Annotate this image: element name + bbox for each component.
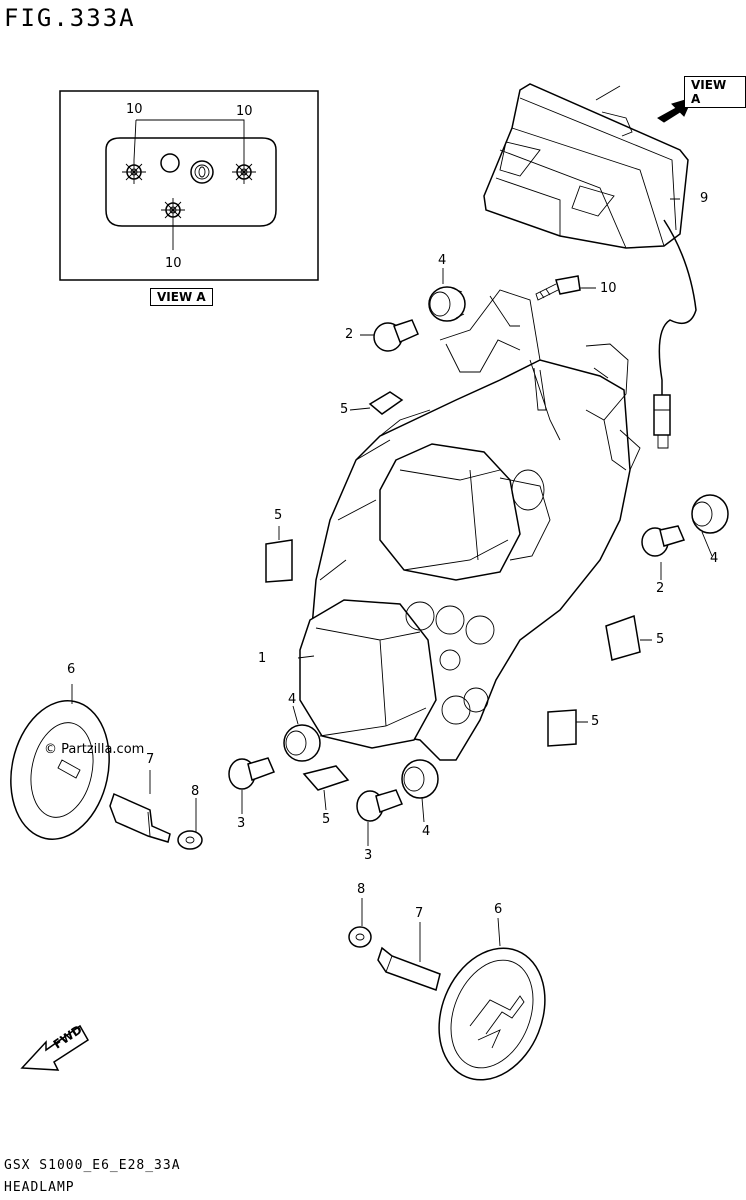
inset-label-10-right: 10 [236, 104, 253, 119]
inset-screw-left [122, 160, 146, 184]
view-a-label-main: VIEW A [684, 76, 746, 108]
callout-2-right: 2 [656, 581, 665, 596]
clip-5-c [605, 614, 641, 661]
inset-label-10-bottom: 10 [165, 256, 182, 271]
collar-2-right [641, 525, 686, 557]
figure-code: GSX S1000_E6_E28_33A [4, 1158, 181, 1173]
callout-4-bottom: 4 [422, 824, 431, 839]
callout-5-c: 5 [656, 632, 665, 647]
collar-2-top [373, 319, 419, 352]
damper-4-right [691, 494, 729, 534]
callout-3-left: 3 [237, 816, 246, 831]
callout-1: 1 [258, 651, 267, 666]
callout-6-right: 6 [494, 902, 503, 917]
washer-8-right [348, 926, 372, 948]
callout-8-right: 8 [357, 882, 366, 897]
callout-3-bottom: 3 [364, 848, 373, 863]
clip-5-e [302, 765, 350, 791]
cap-6-right [438, 947, 546, 1081]
callout-5-d: 5 [591, 714, 600, 729]
clip-5-a [368, 391, 404, 415]
callout-4-right: 4 [710, 551, 719, 566]
headlamp-upper [379, 443, 551, 581]
fwd-arrow [20, 1024, 90, 1071]
view-a-arrow [657, 97, 693, 123]
callout-10: 10 [600, 281, 617, 296]
callout-2-top: 2 [345, 327, 354, 342]
view-a-label-inset: VIEW A [150, 288, 213, 306]
clip-5-d [547, 709, 577, 747]
inset-adjuster [190, 160, 214, 184]
callout-5-b: 5 [274, 508, 283, 523]
callout-8-left: 8 [191, 784, 200, 799]
callout-5-a: 5 [340, 402, 349, 417]
view-a-plate [105, 137, 277, 227]
watermark: © Partzilla.com [44, 742, 145, 757]
damper-4-left [283, 724, 321, 762]
inset-screw-bottom [161, 198, 185, 222]
washer-8-left [177, 830, 203, 850]
inset-screw-right [232, 160, 256, 184]
spacer-7-right [377, 946, 441, 991]
collar-3-bottom [356, 789, 404, 822]
callout-7-right: 7 [415, 906, 424, 921]
collar-3-left [228, 757, 276, 790]
callout-5-e: 5 [322, 812, 331, 827]
callout-4-left: 4 [288, 692, 297, 707]
view-a-inset-frame [59, 90, 319, 281]
figure-title: FIG.333A [4, 4, 136, 32]
inset-hole [160, 153, 180, 173]
damper-4-bottom [401, 759, 439, 799]
position-lamp-9 [483, 83, 697, 449]
callout-9: 9 [700, 191, 709, 206]
clip-5-b [265, 539, 293, 583]
inset-label-10-left: 10 [126, 102, 143, 117]
callout-6-left: 6 [67, 662, 76, 677]
spacer-7-left [109, 792, 171, 843]
callout-4-top: 4 [438, 253, 447, 268]
damper-4-top [428, 286, 466, 322]
cap-6-left [10, 700, 110, 840]
callout-7-left: 7 [146, 752, 155, 767]
headlamp-lower-1 [299, 599, 495, 749]
figure-name: HEADLAMP [4, 1180, 75, 1195]
